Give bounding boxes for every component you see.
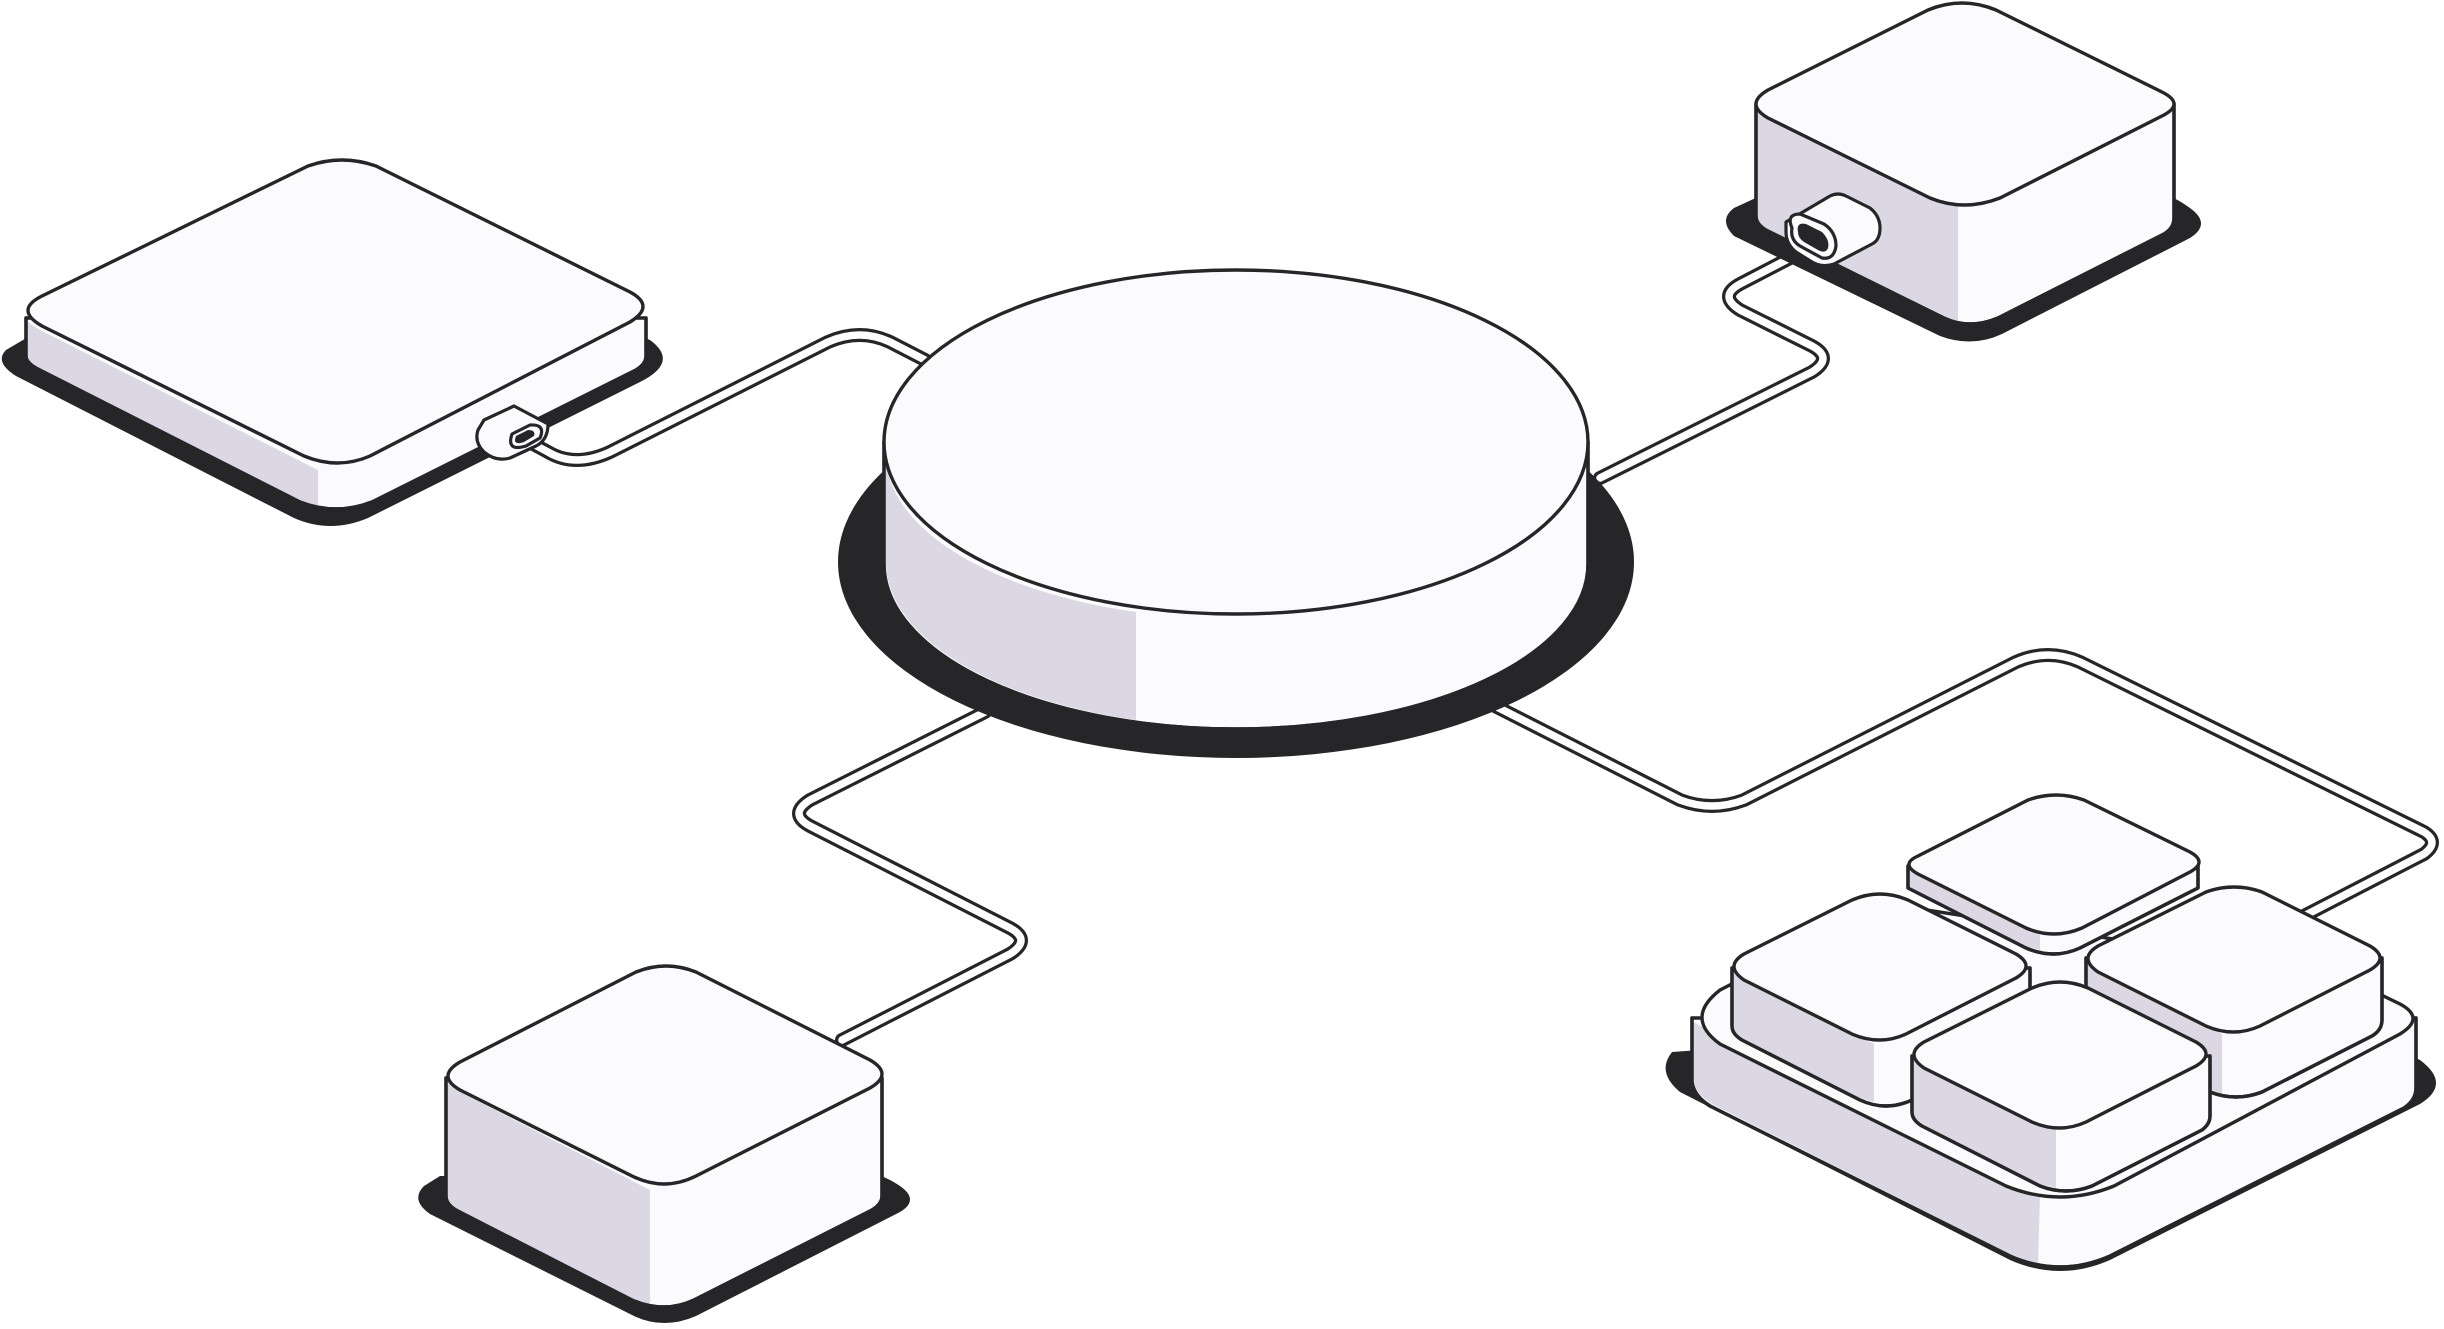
link-hub-flat-device xyxy=(515,328,932,467)
standalone-block xyxy=(418,964,910,1323)
flat-device-side-shade xyxy=(28,322,318,507)
cluster-block-left xyxy=(1730,892,2032,1108)
box-device-port xyxy=(1784,192,1882,268)
hub-side-shade xyxy=(885,446,1136,720)
tray-side-shade xyxy=(1694,1022,2040,1264)
link-hub-box-device xyxy=(1593,251,1830,485)
box-device xyxy=(1726,1,2201,342)
standalone-block-top xyxy=(446,964,884,1186)
box-device-top xyxy=(1754,1,2176,207)
flat-device-top xyxy=(26,158,645,465)
cluster-block-back xyxy=(1906,793,2201,956)
block-cluster xyxy=(1665,793,2436,1271)
hub-top xyxy=(882,268,1590,616)
hub-cylinder xyxy=(838,268,1634,758)
cluster-block-left-top xyxy=(1732,892,2028,1042)
link-hub-standalone-block xyxy=(792,705,1028,1047)
standalone-block-side-shade xyxy=(448,1082,650,1305)
flat-device xyxy=(1,158,663,526)
link-hub-block-cluster xyxy=(1488,648,2439,925)
cluster-block-front xyxy=(1910,980,2212,1193)
cluster-block-back-top xyxy=(1907,793,2201,936)
flat-device-port xyxy=(475,404,550,461)
cluster-block-front-top xyxy=(1912,980,2208,1130)
cables xyxy=(515,251,2439,1047)
cluster-block-right-top xyxy=(2086,885,2382,1034)
